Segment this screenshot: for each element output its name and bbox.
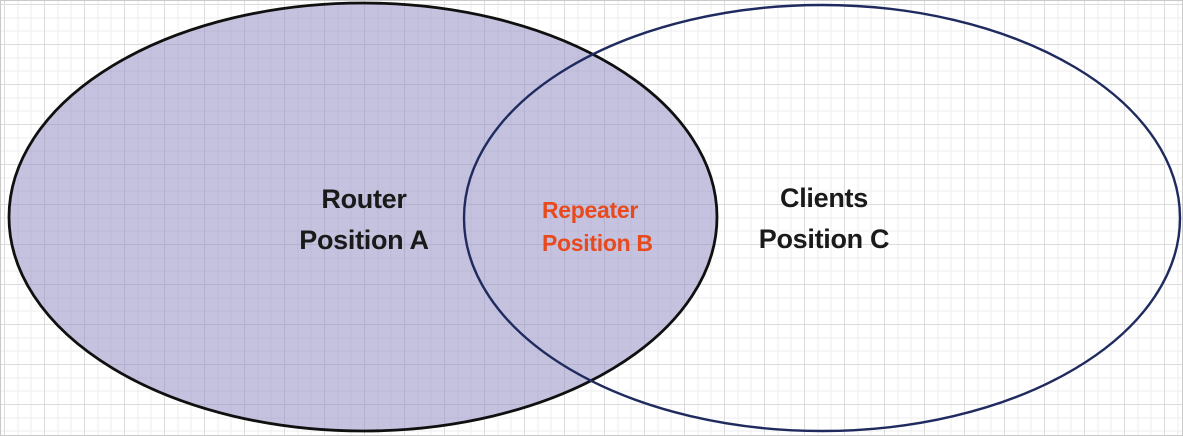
clients-position-label: Clients Position C [674,178,974,260]
router-coverage-ellipse [7,1,719,433]
clients-label-line1: Clients [780,183,868,213]
repeater-label-line1: Repeater [542,197,639,223]
clients-label-line2: Position C [758,224,890,254]
router-label-line2: Position A [299,225,429,255]
repeater-label-line2: Position B [542,230,653,256]
clients-coverage-ellipse [462,3,1182,433]
router-position-label: Router Position A [214,179,514,261]
router-label-line1: Router [321,184,407,214]
repeater-position-label: Repeater Position B [542,194,653,260]
